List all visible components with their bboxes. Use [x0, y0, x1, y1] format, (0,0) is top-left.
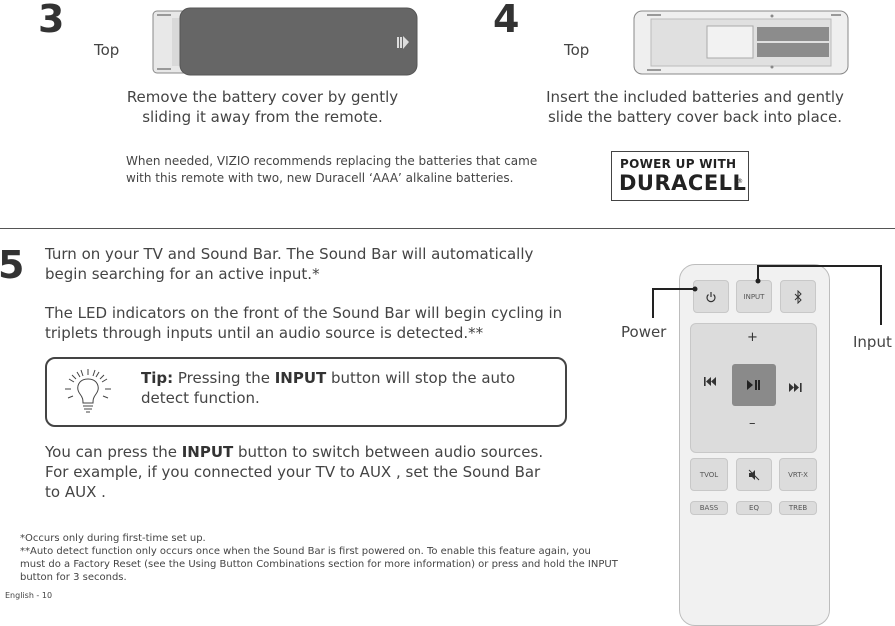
remote-batteries-inserted-illustration — [633, 10, 849, 75]
next-track-button[interactable] — [789, 377, 803, 396]
lightbulb-icon — [65, 369, 111, 413]
eq-button[interactable]: EQ — [736, 501, 772, 515]
dpad-area: + – — [690, 323, 817, 453]
step-3-number: 3 — [38, 0, 65, 41]
power-callout-label: Power — [621, 323, 667, 341]
power-icon — [706, 291, 716, 302]
step-4-top-label: Top — [564, 41, 590, 59]
step-5-number: 5 — [0, 243, 25, 287]
mute-icon — [748, 469, 760, 480]
footnotes: *Occurs only during first-time set up. *… — [20, 533, 618, 583]
bluetooth-icon — [794, 289, 802, 304]
treb-button[interactable]: TREB — [779, 501, 817, 515]
section-divider — [0, 228, 895, 229]
step-3-caption: Remove the battery cover by gently slidi… — [126, 88, 399, 126]
step-5-paragraph-3: You can press the INPUT button to switch… — [45, 443, 544, 501]
next-track-icon — [789, 383, 802, 392]
previous-track-icon — [704, 377, 716, 386]
previous-track-button[interactable] — [704, 377, 718, 389]
tip-box: Tip: Pressing the INPUT button will stop… — [45, 357, 567, 427]
page-footer: English - 10 — [5, 591, 53, 600]
remote-battery-cover-removed-illustration — [152, 7, 418, 76]
play-pause-button[interactable] — [732, 364, 776, 406]
bass-button[interactable]: BASS — [690, 501, 728, 515]
tvol-button[interactable]: TVOL — [690, 458, 728, 491]
battery-note: When needed, VIZIO recommends replacing … — [126, 154, 538, 185]
power-button[interactable] — [693, 280, 729, 313]
remote-illustration: INPUT + – TVOL VRT-X BASS EQ TREB — [679, 264, 830, 626]
step-5-paragraph-1: Turn on your TV and Sound Bar. The Sound… — [45, 245, 534, 283]
input-button[interactable]: INPUT — [736, 280, 772, 313]
step-3-top-label: Top — [94, 41, 120, 59]
vrtx-button[interactable]: VRT-X — [779, 458, 817, 491]
slide-arrow-icon — [397, 36, 409, 49]
step-5-paragraph-2: The LED indicators on the front of the S… — [45, 304, 563, 342]
bluetooth-button[interactable] — [780, 280, 816, 313]
input-callout-label: Input — [853, 333, 892, 351]
step-4-caption: Insert the included batteries and gently… — [546, 88, 844, 126]
mute-button[interactable] — [736, 458, 772, 491]
step-4-number: 4 — [493, 0, 520, 41]
play-pause-icon — [747, 380, 760, 390]
volume-up-button[interactable]: + — [747, 330, 758, 345]
tip-text: Tip: Pressing the INPUT button will stop… — [141, 369, 516, 407]
duracell-logo: POWER UP WITH DURACELL ® — [611, 151, 749, 201]
volume-down-button[interactable]: – — [749, 416, 756, 431]
